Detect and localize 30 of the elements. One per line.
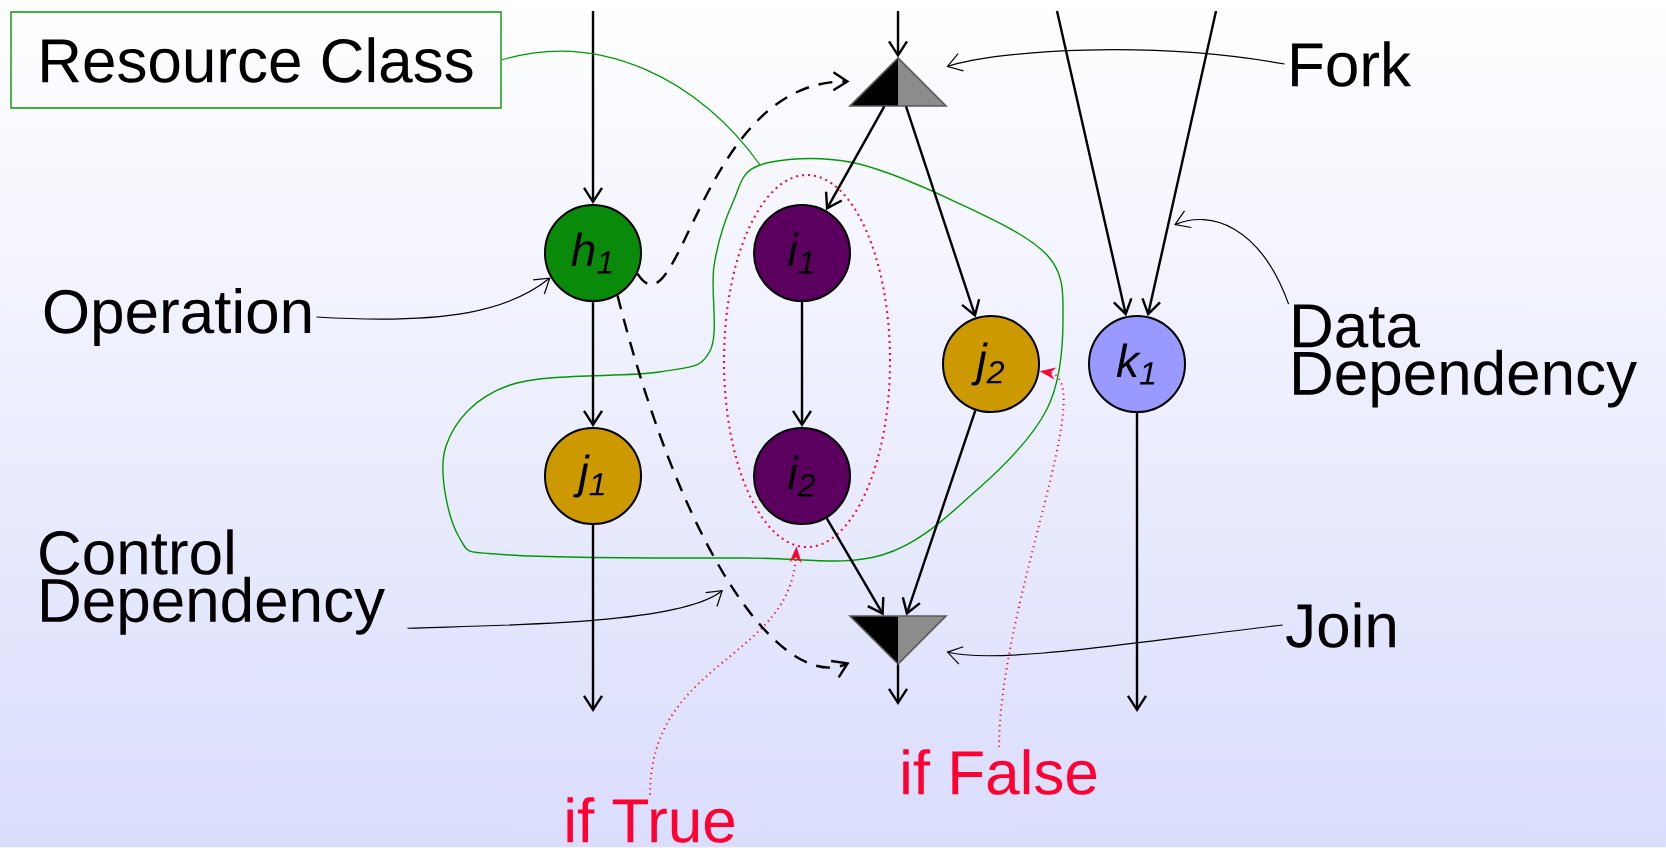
arrow <box>1127 413 1147 712</box>
arrow <box>792 302 812 427</box>
arrow <box>583 11 603 204</box>
arrow <box>583 525 603 712</box>
leader-line <box>501 50 761 166</box>
callout-label: if True <box>567 797 734 843</box>
arrow <box>1141 10 1218 317</box>
leader-line <box>315 277 551 320</box>
dotted-ellipse <box>723 174 891 548</box>
callout-label: Join <box>1286 602 1395 648</box>
callout-label: Operation <box>44 288 311 346</box>
callout-label: Data Dependency <box>1294 304 1637 408</box>
leader-line <box>946 624 1284 665</box>
callout-label: if False <box>903 749 1097 795</box>
arrow <box>583 302 603 427</box>
arrow <box>636 71 850 285</box>
arrow <box>901 410 977 616</box>
leader-line <box>946 49 1286 72</box>
callout-label: Fork <box>1292 41 1412 87</box>
leader-line <box>1174 210 1290 305</box>
arrow <box>904 106 981 318</box>
arrow <box>1055 10 1133 317</box>
arrow <box>888 664 909 705</box>
callout-label: Control Dependency <box>40 529 385 635</box>
arrow <box>825 517 885 616</box>
arrow <box>888 11 908 58</box>
label-box: Resource Class <box>10 11 502 109</box>
arrow <box>616 295 850 679</box>
arrow <box>824 105 886 211</box>
leader-line <box>406 590 723 629</box>
